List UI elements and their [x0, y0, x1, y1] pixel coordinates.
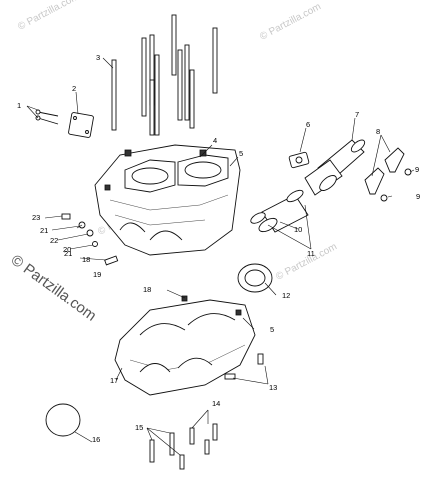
cover-plate [68, 112, 94, 138]
callout-2: 2 [72, 84, 76, 93]
callout-11: 11 [307, 249, 315, 258]
callout-9-lower: 9 [416, 192, 420, 201]
callout-5-upper: 5 [239, 149, 243, 158]
callout-12: 12 [282, 291, 290, 300]
callout-18-lower: 18 [143, 285, 151, 294]
watermark-right: © Partzilla.com [274, 241, 339, 282]
callout-14: 14 [212, 399, 220, 408]
callout-15: 15 [135, 423, 143, 432]
callout-18-upper: 18 [82, 255, 90, 264]
watermark-top-right: © Partzilla.com [258, 1, 323, 42]
callout-17: 17 [110, 376, 118, 385]
mounting-brackets [364, 147, 405, 195]
callout-1: 1 [17, 101, 21, 110]
callout-23: 23 [32, 213, 40, 222]
callout-21-lower: 21 [64, 249, 72, 258]
crank-seal [237, 263, 273, 293]
callout-21-upper: 21 [40, 226, 48, 235]
callout-19: 19 [93, 270, 101, 279]
callout-16: 16 [92, 435, 100, 444]
lower-crankcase [114, 295, 256, 396]
callout-8: 8 [376, 127, 380, 136]
callout-3: 3 [96, 53, 100, 62]
cylinder-studs [111, 14, 218, 136]
gasket [288, 151, 310, 169]
callout-7: 7 [355, 110, 359, 119]
bracket-screws [380, 168, 412, 202]
watermark-top-left: © Partzilla.com [16, 0, 81, 33]
callout-9-upper: 9 [415, 165, 419, 174]
callout-labels: 1 2 3 4 5 5 6 7 8 9 9 10 11 12 13 14 15 … [17, 53, 420, 444]
callout-4: 4 [213, 136, 217, 145]
upper-crankcase [94, 144, 241, 256]
lower-case-bolts [224, 353, 264, 380]
o-ring [45, 403, 81, 437]
callout-20: 20 [63, 245, 71, 254]
coolant-tube-assembly [250, 139, 366, 233]
screw-pair [35, 109, 59, 125]
callout-10: 10 [294, 225, 302, 234]
callout-5-lower: 5 [270, 325, 274, 334]
callout-22: 22 [50, 236, 58, 245]
callout-6: 6 [306, 120, 310, 129]
callout-13: 13 [269, 383, 277, 392]
leader-lines [26, 57, 415, 456]
